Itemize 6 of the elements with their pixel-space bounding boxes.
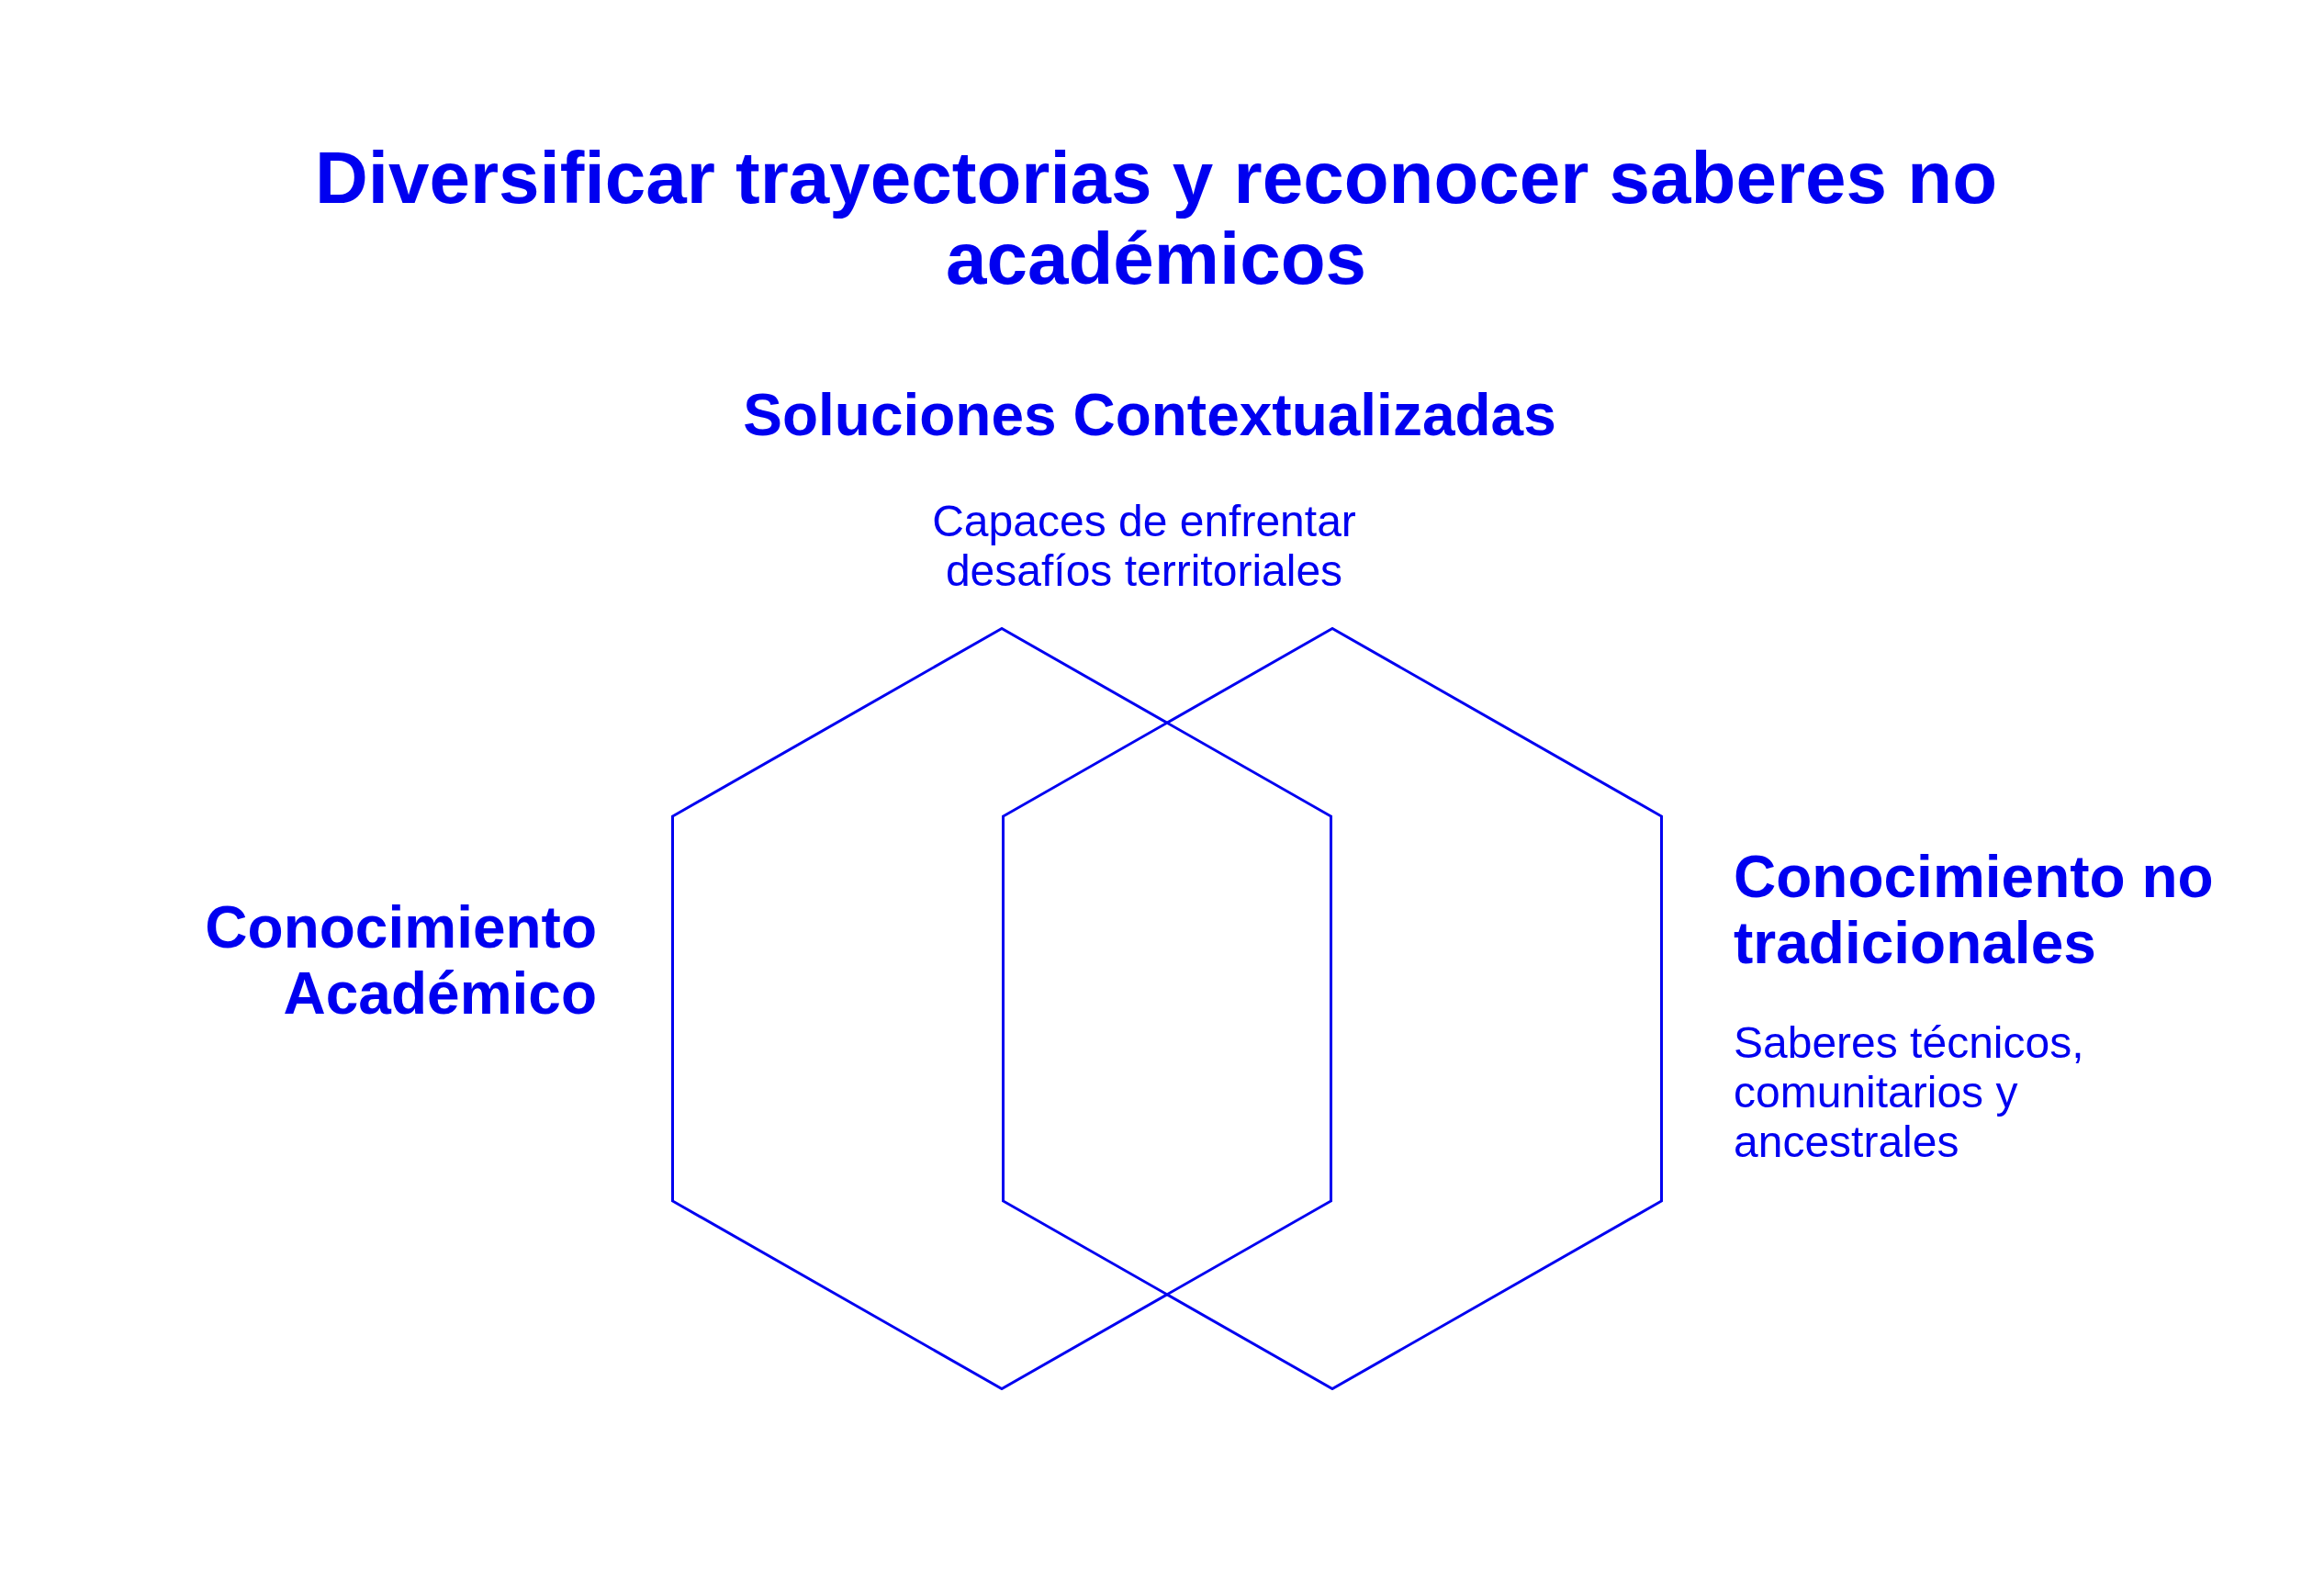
- category-description: Saberes técnicos, comunitarios y ancestrales: [1734, 1018, 2085, 1167]
- diagram-title: Diversificar trayectorias y reconocer saberes no académicos: [313, 138, 1999, 299]
- overlap-description: Capaces de enfrentar desafíos territoriales: [931, 497, 1357, 596]
- overlap-heading: Soluciones Contextualizadas: [742, 382, 1557, 448]
- category-heading: Conocimiento no tradicionales: [1734, 844, 2215, 976]
- category-heading: Conocimiento Académico: [204, 894, 597, 1027]
